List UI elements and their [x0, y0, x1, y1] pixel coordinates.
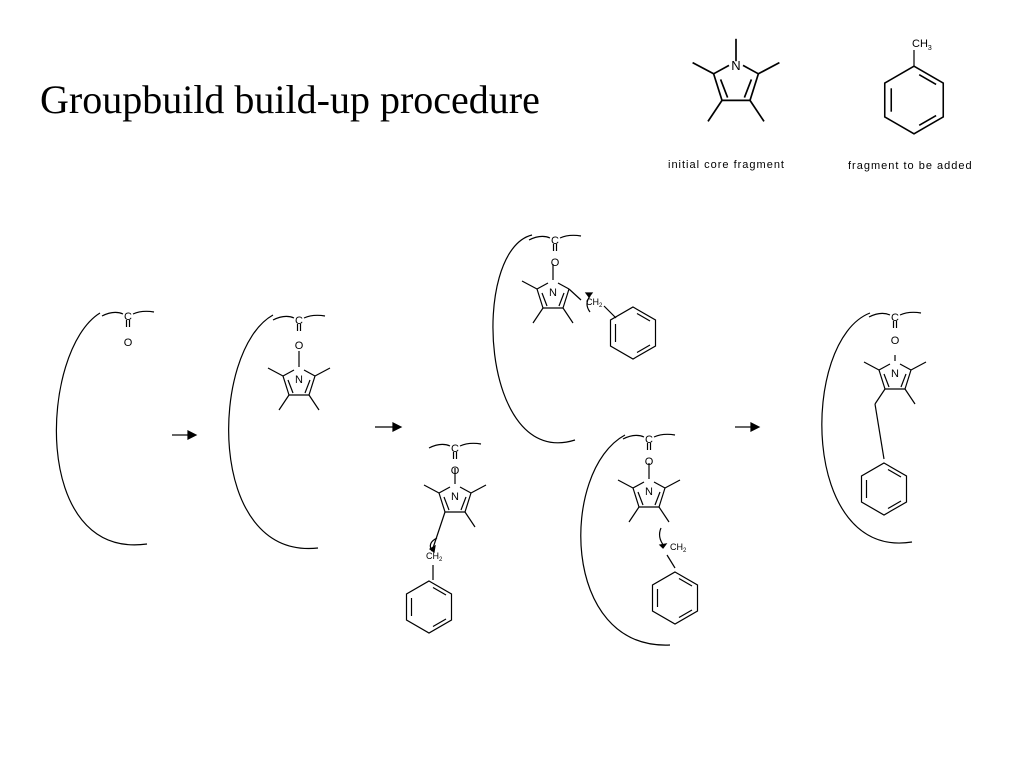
- panel3c-nitrogen-label: N: [645, 486, 653, 498]
- panel3b-oxygen-label: O: [551, 257, 560, 269]
- panel3b-nitrogen-label: N: [549, 287, 557, 299]
- legend-core-pyrrole: [691, 37, 781, 123]
- panel3a-oxygen-label: O: [451, 465, 460, 477]
- panel4-carbon-label: C: [891, 312, 899, 324]
- panel3b-carbon-label: C: [551, 235, 559, 247]
- panel2-nitrogen-label: N: [295, 374, 303, 386]
- panel1-oxygen-label: O: [124, 337, 133, 349]
- panel3c-methylene-label: CH2: [670, 542, 687, 554]
- candidate-free-attachment: [405, 442, 487, 634]
- candidate-c4-attachment: [580, 433, 699, 646]
- legend-core-nitrogen-label: N: [731, 58, 740, 73]
- panel3a-carbon-label: C: [451, 443, 459, 455]
- panel4-nitrogen-label: N: [891, 368, 899, 380]
- panel4-oxygen-label: O: [891, 335, 900, 347]
- panel3a-methylene-label: CH2: [426, 551, 443, 563]
- panel3b-methylene-label: CH2: [586, 297, 603, 309]
- pocket-final-ligand: [821, 311, 927, 544]
- legend-toluene: [883, 50, 945, 135]
- legend-methyl-label: CH3: [912, 38, 932, 52]
- panel2-oxygen-label: O: [295, 340, 304, 352]
- panel3a-nitrogen-label: N: [451, 491, 459, 503]
- pocket-with-core: [228, 314, 331, 549]
- panel1-carbon-label: C: [124, 311, 132, 323]
- arrow-step-1: [172, 430, 198, 440]
- panel3c-oxygen-label: O: [645, 456, 654, 468]
- pocket-empty: [55, 310, 155, 546]
- panel2-carbon-label: C: [295, 315, 303, 327]
- candidate-c5-attachment: [492, 234, 657, 444]
- panel3c-carbon-label: C: [645, 434, 653, 446]
- caption-initial-core-fragment: initial core fragment: [668, 159, 785, 171]
- arrow-step-2: [375, 422, 403, 432]
- caption-fragment-to-be-added: fragment to be added: [848, 160, 973, 172]
- slide-title: Groupbuild build-up procedure: [40, 77, 540, 122]
- arrow-step-3: [735, 422, 761, 432]
